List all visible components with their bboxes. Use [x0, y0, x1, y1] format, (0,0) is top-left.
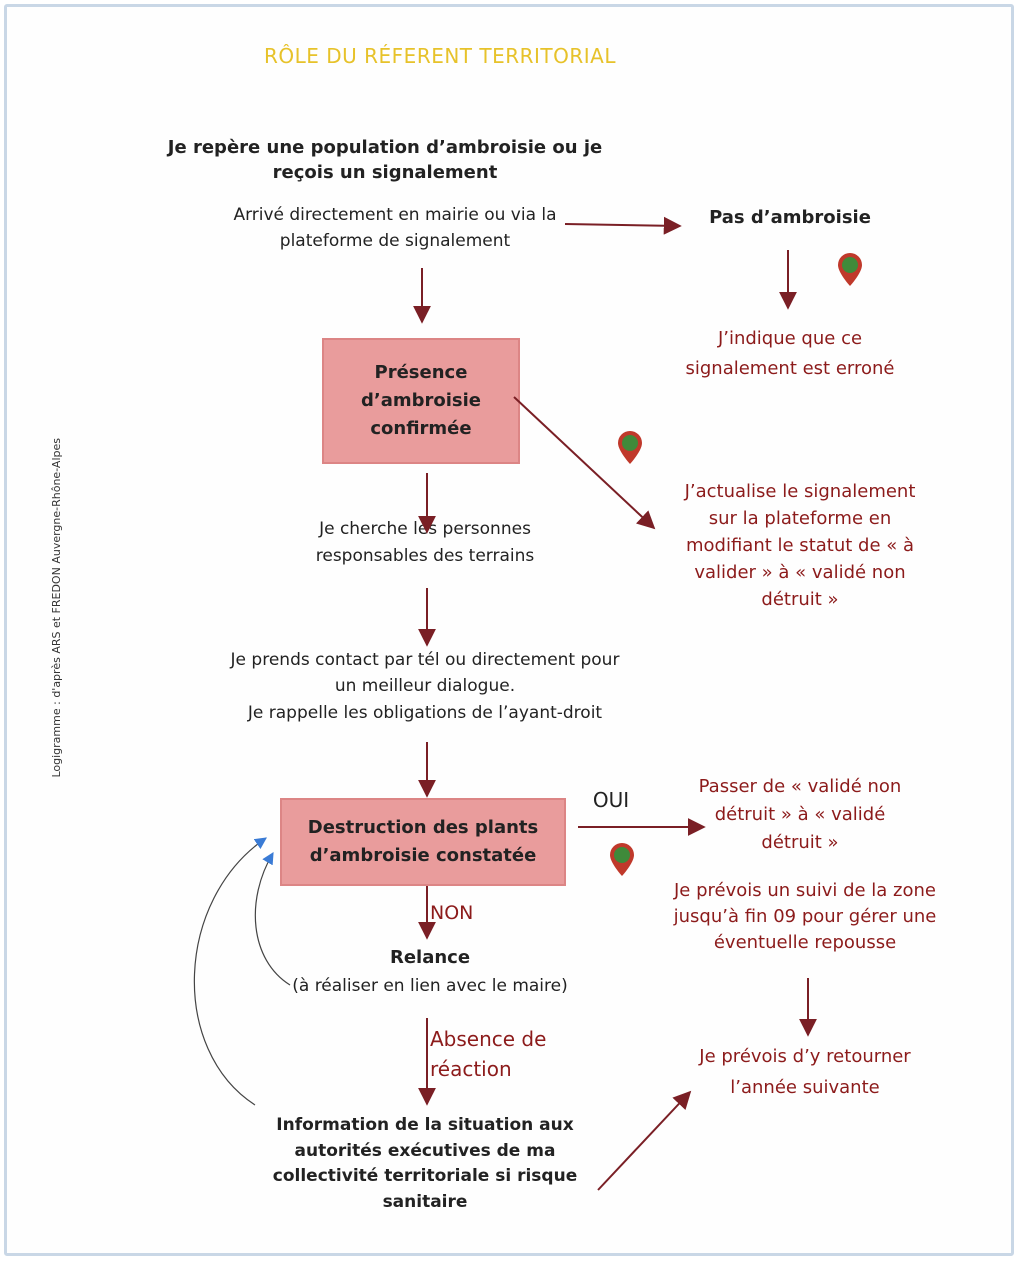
- update-line-4: valider » à « validé non: [694, 562, 906, 583]
- confirmed-box: Présence d’ambroisie confirmée: [322, 338, 520, 464]
- update-status-node: J’actualise le signalement sur la platef…: [640, 478, 960, 613]
- reminder-node: Relance (à réaliser en lien avec le mair…: [260, 944, 600, 1000]
- arrow-start-to-no-ambrosia: [564, 216, 682, 235]
- loop-arrow-reminder-to-destruction: [254, 851, 291, 986]
- validated-line-1: Passer de « validé non: [698, 776, 902, 797]
- map-pin-icon: [618, 431, 642, 464]
- validated-destroyed-node: Passer de « validé non détruit » à « val…: [660, 773, 940, 857]
- no-reaction-line-2: réaction: [430, 1057, 512, 1081]
- map-pin-icon: [610, 843, 634, 876]
- search-line-2: responsables des terrains: [315, 546, 535, 567]
- inform-line-1: Information de la situation aux: [276, 1115, 574, 1135]
- next-year-node: Je prévois d’y retourner l’année suivant…: [660, 1042, 950, 1103]
- contact-line-3: Je rappelle les obligations de l’ayant-d…: [247, 702, 603, 723]
- validated-line-2: détruit » à « validé: [714, 803, 886, 825]
- start-sub-line-2: plateforme de signalement: [279, 231, 511, 252]
- arrow-confirmed-to-update: [513, 396, 656, 530]
- start-sub-line-1: Arrivé directement en mairie ou via la: [233, 205, 557, 225]
- start-subtext: Arrivé directement en mairie ou via la p…: [190, 202, 600, 255]
- no-reaction-label: Absence de réaction: [430, 1024, 580, 1084]
- contact-line-2: un meilleur dialogue.: [334, 676, 516, 697]
- next-year-line-1: Je prévois d’y retourner: [699, 1046, 911, 1067]
- inform-line-4: sanitaire: [382, 1191, 468, 1212]
- contact-node: Je prends contact par tél ou directement…: [180, 647, 670, 726]
- diagram-frame: [4, 4, 1014, 1256]
- inform-node: Information de la situation aux autorité…: [240, 1113, 610, 1215]
- arrow-inform-to-next-year: [597, 1090, 692, 1191]
- follow-up-line-3: éventuelle repousse: [713, 932, 897, 954]
- start-line-1: Je repère une population d’ambroisie ou …: [167, 137, 603, 158]
- diagram-title: RÔLE DU RÉFERENT TERRITORIAL: [263, 44, 617, 68]
- no-ambrosia-node: Pas d’ambroisie: [709, 207, 871, 228]
- contact-line-1: Je prends contact par tél ou directement…: [230, 650, 620, 670]
- reminder-sub: (à réaliser en lien avec le maire): [292, 975, 568, 996]
- next-year-line-2: l’année suivante: [730, 1076, 880, 1098]
- destruction-box: Destruction des plants d’ambroisie const…: [280, 798, 566, 886]
- validated-line-3: détruit »: [761, 831, 839, 853]
- wrong-report-node: J’indique que ce signalement est erroné: [650, 324, 930, 383]
- loop-arrow-inform-to-destruction: [193, 837, 267, 1106]
- map-pin-icon: [838, 253, 862, 286]
- yes-label: OUI: [592, 788, 630, 812]
- update-line-3: modifiant le statut de « à: [685, 535, 915, 556]
- confirmed-line-3: confirmée: [370, 417, 472, 439]
- no-reaction-line-1: Absence de: [430, 1027, 547, 1051]
- update-line-5: détruit »: [761, 589, 839, 610]
- destruction-line-2: d’ambroisie constatée: [309, 845, 537, 866]
- reminder-title: Relance: [389, 947, 471, 968]
- destruction-line-1: Destruction des plants: [307, 817, 539, 839]
- follow-up-line-1: Je prévois un suivi de la zone: [674, 880, 936, 901]
- wrong-report-line-2: signalement est erroné: [685, 357, 895, 379]
- start-line-2: reçois un signalement: [272, 162, 498, 184]
- update-line-2: sur la plateforme en: [708, 508, 892, 529]
- confirmed-line-1: Présence: [374, 362, 468, 384]
- no-label: NON: [430, 902, 474, 924]
- follow-up-line-2: jusqu’à fin 09 pour gérer une: [673, 906, 937, 928]
- start-node: Je repère une population d’ambroisie ou …: [150, 135, 620, 185]
- inform-line-2: autorités exécutives de ma: [294, 1140, 556, 1161]
- inform-line-3: collectivité territoriale si risque: [272, 1166, 578, 1186]
- wrong-report-line-1: J’indique que ce: [717, 328, 863, 349]
- confirmed-line-2: d’ambroisie: [360, 390, 481, 412]
- update-line-1: J’actualise le signalement: [684, 481, 916, 502]
- follow-up-node: Je prévois un suivi de la zone jusqu’à f…: [640, 878, 970, 956]
